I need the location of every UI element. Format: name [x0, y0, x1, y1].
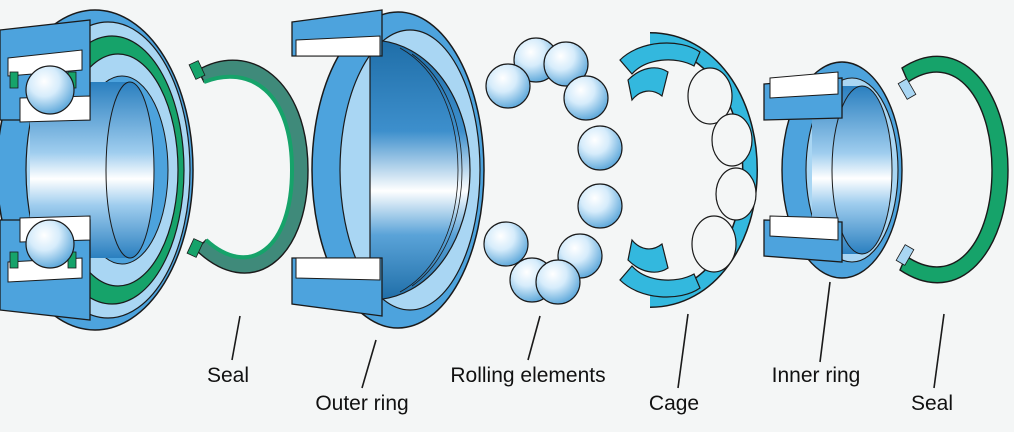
inner-ring-part	[763, 61, 903, 279]
leader-seal-right	[933, 313, 945, 389]
ball-6	[577, 183, 623, 229]
seal-right-part	[895, 55, 1009, 284]
label-seal-right: Seal	[910, 392, 954, 415]
leader-lines	[231, 281, 945, 389]
ball-3	[485, 63, 531, 109]
label-seal-left: Seal	[206, 364, 250, 387]
label-outer-ring: Outer ring	[315, 392, 409, 415]
label-inner-ring: Inner ring	[771, 364, 861, 387]
ball-2	[543, 41, 589, 87]
rolling-elements-part	[483, 37, 623, 305]
leader-seal-left	[231, 315, 241, 361]
outer-ring-part	[291, 9, 485, 329]
ball-7	[483, 221, 529, 267]
assembled-bearing	[0, 9, 194, 331]
leader-inner-ring	[819, 281, 831, 363]
label-cage: Cage	[648, 392, 700, 415]
ball-5	[577, 125, 623, 171]
leader-rolling-elements	[527, 315, 541, 361]
label-rolling-elements: Rolling elements	[450, 364, 606, 387]
seal-left-part	[186, 59, 309, 274]
ball-4	[563, 75, 609, 121]
leader-outer-ring	[361, 339, 377, 389]
cage-part	[619, 32, 759, 308]
ball-10	[535, 259, 581, 305]
leader-cage	[677, 313, 689, 389]
